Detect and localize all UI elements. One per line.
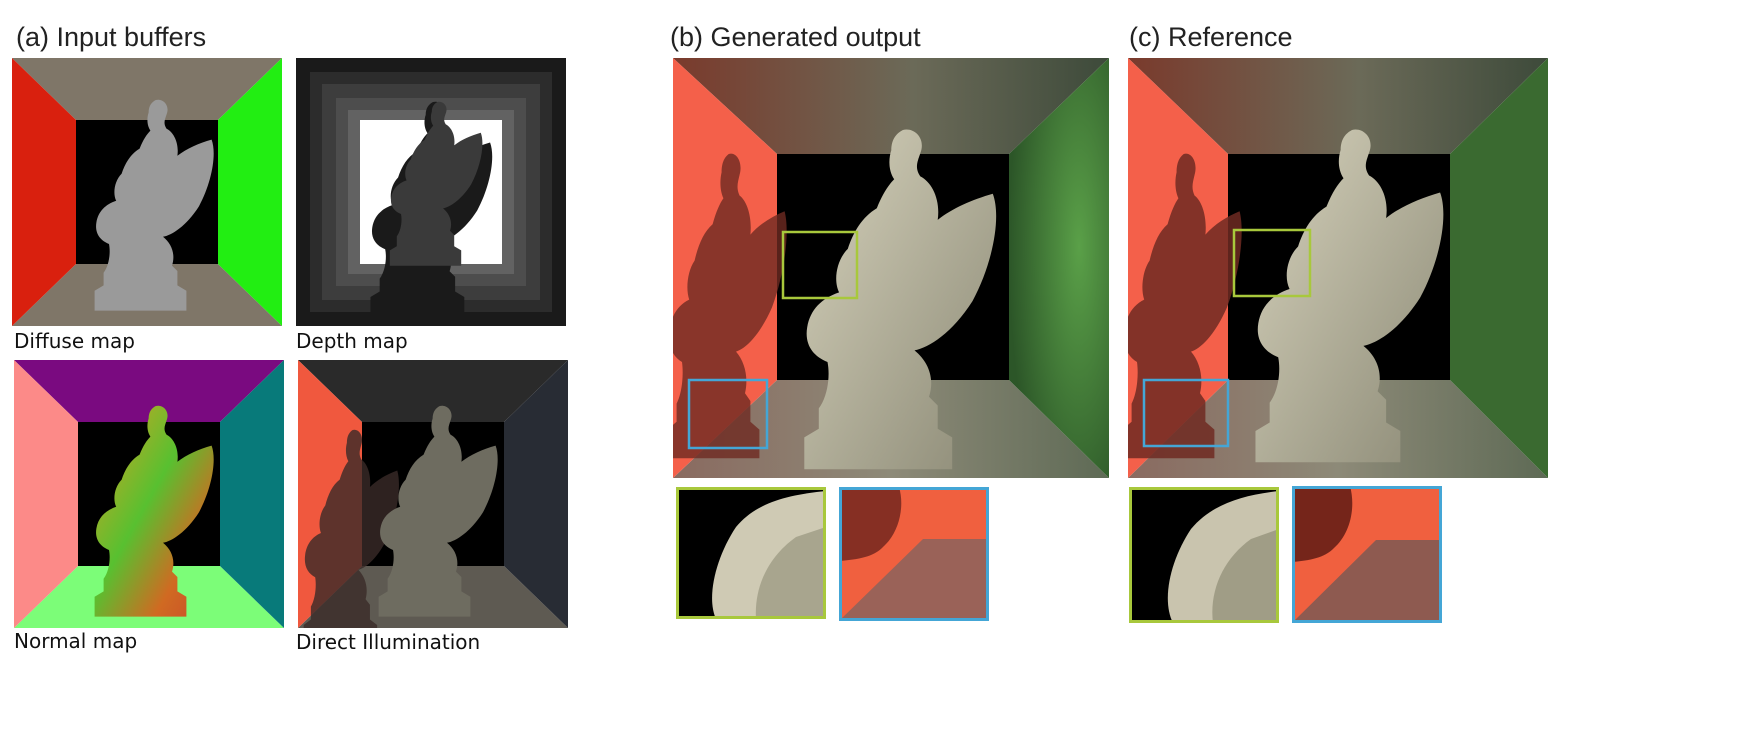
reference-zoom-blue — [1292, 486, 1442, 623]
direct-illumination-caption: Direct Illumination — [296, 630, 481, 654]
panel-a-title: (a) Input buffers — [16, 22, 207, 52]
generated-zoom-blue — [839, 487, 989, 621]
diffuse-map-caption: Diffuse map — [14, 329, 135, 353]
reference-zoom-green — [1129, 487, 1279, 623]
zoom-box-green — [781, 230, 859, 300]
depth-map-image — [296, 58, 566, 326]
diffuse-map-image — [12, 58, 282, 326]
generated-output-image — [673, 58, 1109, 478]
normal-map-caption: Normal map — [14, 629, 138, 653]
zoom-box-blue — [687, 378, 769, 450]
generated-zoom-green — [676, 487, 826, 619]
normal-map-image — [14, 360, 284, 628]
depth-map-caption: Depth map — [296, 329, 408, 353]
panel-b-title: (b) Generated output — [670, 22, 921, 52]
direct-illumination-image — [298, 360, 568, 628]
zoom-box-green — [1232, 228, 1312, 298]
zoom-box-blue — [1142, 378, 1230, 448]
reference-image — [1128, 58, 1548, 478]
panel-c-title: (c) Reference — [1129, 22, 1293, 52]
